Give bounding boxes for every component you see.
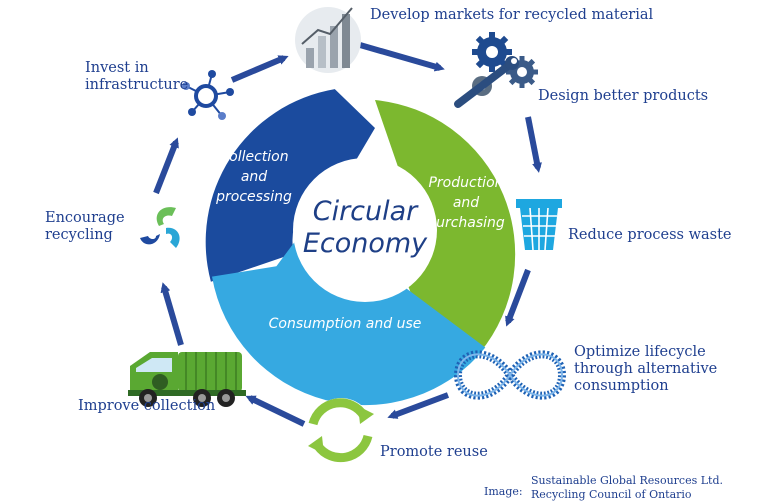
cycle-arrow (387, 392, 450, 419)
consumption-segment-label: Consumption and use (260, 314, 430, 334)
step-label-develop-markets: Develop markets for recycled material (370, 7, 654, 23)
optimize-line1: Optimize lifecycle (574, 344, 706, 360)
center-title: Circular Economy (295, 196, 435, 260)
collection-segment (205, 89, 375, 282)
cycle-arrow (359, 42, 445, 72)
waste-bin-icon (516, 199, 562, 251)
collection-line2: and (240, 169, 268, 185)
recycle-icon (140, 207, 180, 248)
garbage-truck-icon (128, 352, 246, 407)
center-hub (293, 158, 437, 302)
step-label-invest-infrastructure: Invest in infrastructure (85, 60, 188, 94)
step-label-improve-collection: Improve collection (78, 398, 216, 414)
center-title-line1: Circular (312, 196, 418, 227)
optimize-line2: through alternative (574, 361, 718, 377)
step-label-promote-reuse: Promote reuse (380, 444, 488, 460)
optimize-line3: consumption (574, 378, 669, 394)
cycle-arrow (245, 395, 306, 427)
cycle-arrow (525, 116, 542, 173)
center-title-line2: Economy (302, 228, 428, 259)
reuse-arrows-icon (308, 398, 374, 463)
invest-line1: Invest in (85, 60, 149, 76)
step-label-optimize-lifecycle: Optimize lifecycle through alternative c… (574, 344, 717, 395)
bar-chart-growth-icon (295, 7, 361, 73)
cycle-arrow (230, 55, 289, 83)
collection-line3: processing (216, 189, 292, 205)
invest-line2: infrastructure (85, 77, 189, 93)
cycle-arrow (505, 268, 531, 327)
network-node-icon (182, 70, 234, 120)
cycle-arrow (153, 137, 179, 195)
step-label-encourage-recycling: Encourage recycling (45, 210, 125, 244)
encourage-line1: Encourage (45, 210, 125, 226)
image-credit-line2: Recycling Council of Ontario (531, 488, 692, 501)
production-segment-label: Production and purchasing (418, 173, 514, 233)
consumption-line1: Consumption and use (268, 316, 422, 332)
image-credit-line1: Sustainable Global Resources Ltd. (531, 474, 723, 487)
production-line3: purchasing (427, 215, 505, 231)
consumption-segment (212, 239, 486, 406)
cycle-arrows (153, 42, 542, 427)
production-line2: and (452, 195, 480, 211)
collection-line1: Collection (219, 149, 289, 165)
encourage-line2: recycling (45, 227, 113, 243)
step-label-reduce-waste: Reduce process waste (568, 227, 732, 243)
production-segment (375, 100, 516, 353)
collection-segment-label: Collection and processing (206, 147, 302, 207)
infinity-loop-icon (453, 350, 567, 400)
cycle-arrow (160, 282, 184, 346)
step-label-design-products: Design better products (538, 88, 709, 104)
production-line1: Production (428, 175, 504, 191)
gears-wrench-icon (454, 32, 538, 108)
image-credit-prefix: Image: (484, 485, 523, 498)
